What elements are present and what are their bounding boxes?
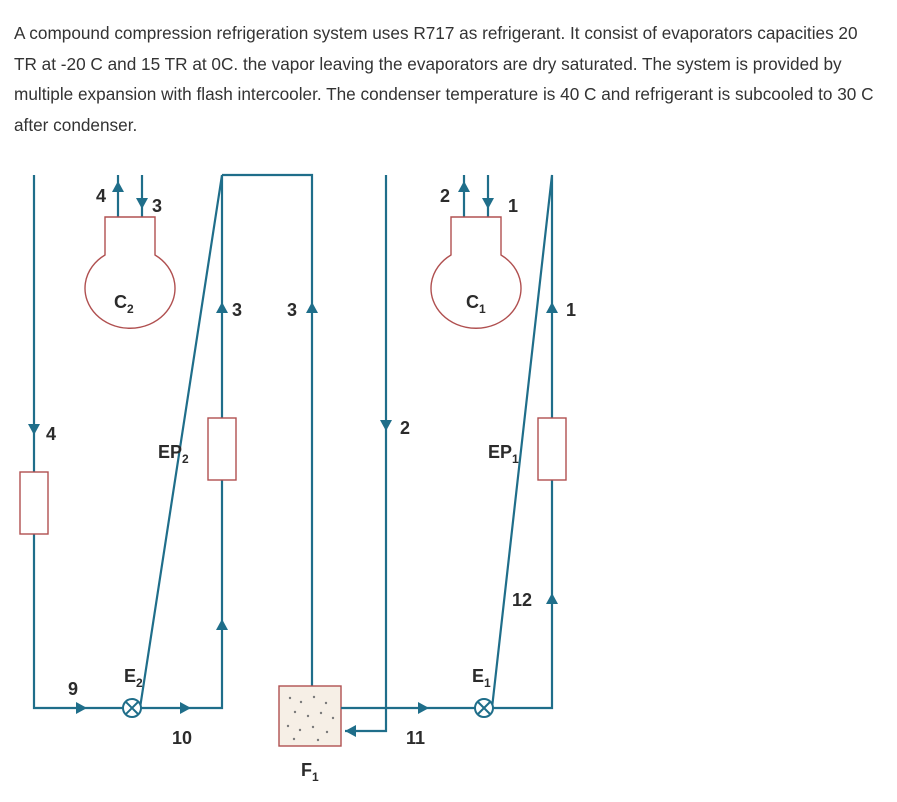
compressor-c1-label: C1 bbox=[466, 292, 486, 316]
arrow-state-1-down bbox=[482, 198, 494, 209]
state-label-12: 12 bbox=[512, 590, 532, 610]
state-label-11: 11 bbox=[406, 728, 425, 748]
state-label-3-mid-left: 3 bbox=[232, 300, 242, 320]
pipe-11-return bbox=[345, 708, 388, 733]
arrow-state-4-down bbox=[28, 424, 40, 435]
valve-e1-label: E1 bbox=[472, 666, 491, 690]
compressor-c2-shape bbox=[84, 216, 176, 329]
arrow-state-3-up bbox=[216, 302, 228, 313]
arrow-state-2-up bbox=[458, 181, 470, 192]
condenser-box bbox=[19, 471, 49, 535]
arrow-state-4-up bbox=[112, 181, 124, 192]
arrow-state-2-down bbox=[380, 420, 392, 431]
arrow-state-3-up-right bbox=[306, 302, 318, 313]
state-label-3-mid-right: 3 bbox=[287, 300, 297, 320]
arrow-state-12-up bbox=[546, 593, 558, 604]
state-label-1-right: 1 bbox=[566, 300, 576, 320]
flash-tank-f1 bbox=[278, 685, 342, 747]
evaporator-ep2-box bbox=[207, 417, 237, 481]
arrow-return-into-flash bbox=[345, 725, 356, 737]
state-label-1-top: 1 bbox=[508, 196, 518, 216]
state-label-4-left: 4 bbox=[46, 424, 56, 444]
arrow-evap2-up bbox=[216, 619, 228, 630]
flash-tank-liquid-dots bbox=[286, 695, 335, 742]
state-label-9: 9 bbox=[68, 679, 78, 699]
state-label-4-top: 4 bbox=[96, 186, 106, 206]
state-label-3-top: 3 bbox=[152, 196, 162, 216]
arrow-state-1-up bbox=[546, 302, 558, 313]
evaporator-ep1-box bbox=[537, 417, 567, 481]
pipe-3-to-flash bbox=[222, 173, 314, 686]
evaporator-ep2-label: EP2 bbox=[158, 442, 189, 466]
valve-e2-label: E2 bbox=[124, 666, 143, 690]
state-label-2-mid: 2 bbox=[400, 418, 410, 438]
flash-tank-label: F1 bbox=[301, 760, 319, 784]
evaporator-ep1-label: EP1 bbox=[488, 442, 519, 466]
state-label-2-top: 2 bbox=[440, 186, 450, 206]
compressor-c1-shape bbox=[430, 216, 522, 329]
arrow-state-3-down bbox=[136, 198, 148, 209]
state-label-10: 10 bbox=[172, 728, 192, 748]
arrow-state-9 bbox=[76, 702, 87, 714]
arrow-state-10 bbox=[180, 702, 191, 714]
compressor-c2-label: C2 bbox=[114, 292, 134, 316]
problem-statement: A compound compression refrigeration sys… bbox=[14, 23, 874, 135]
